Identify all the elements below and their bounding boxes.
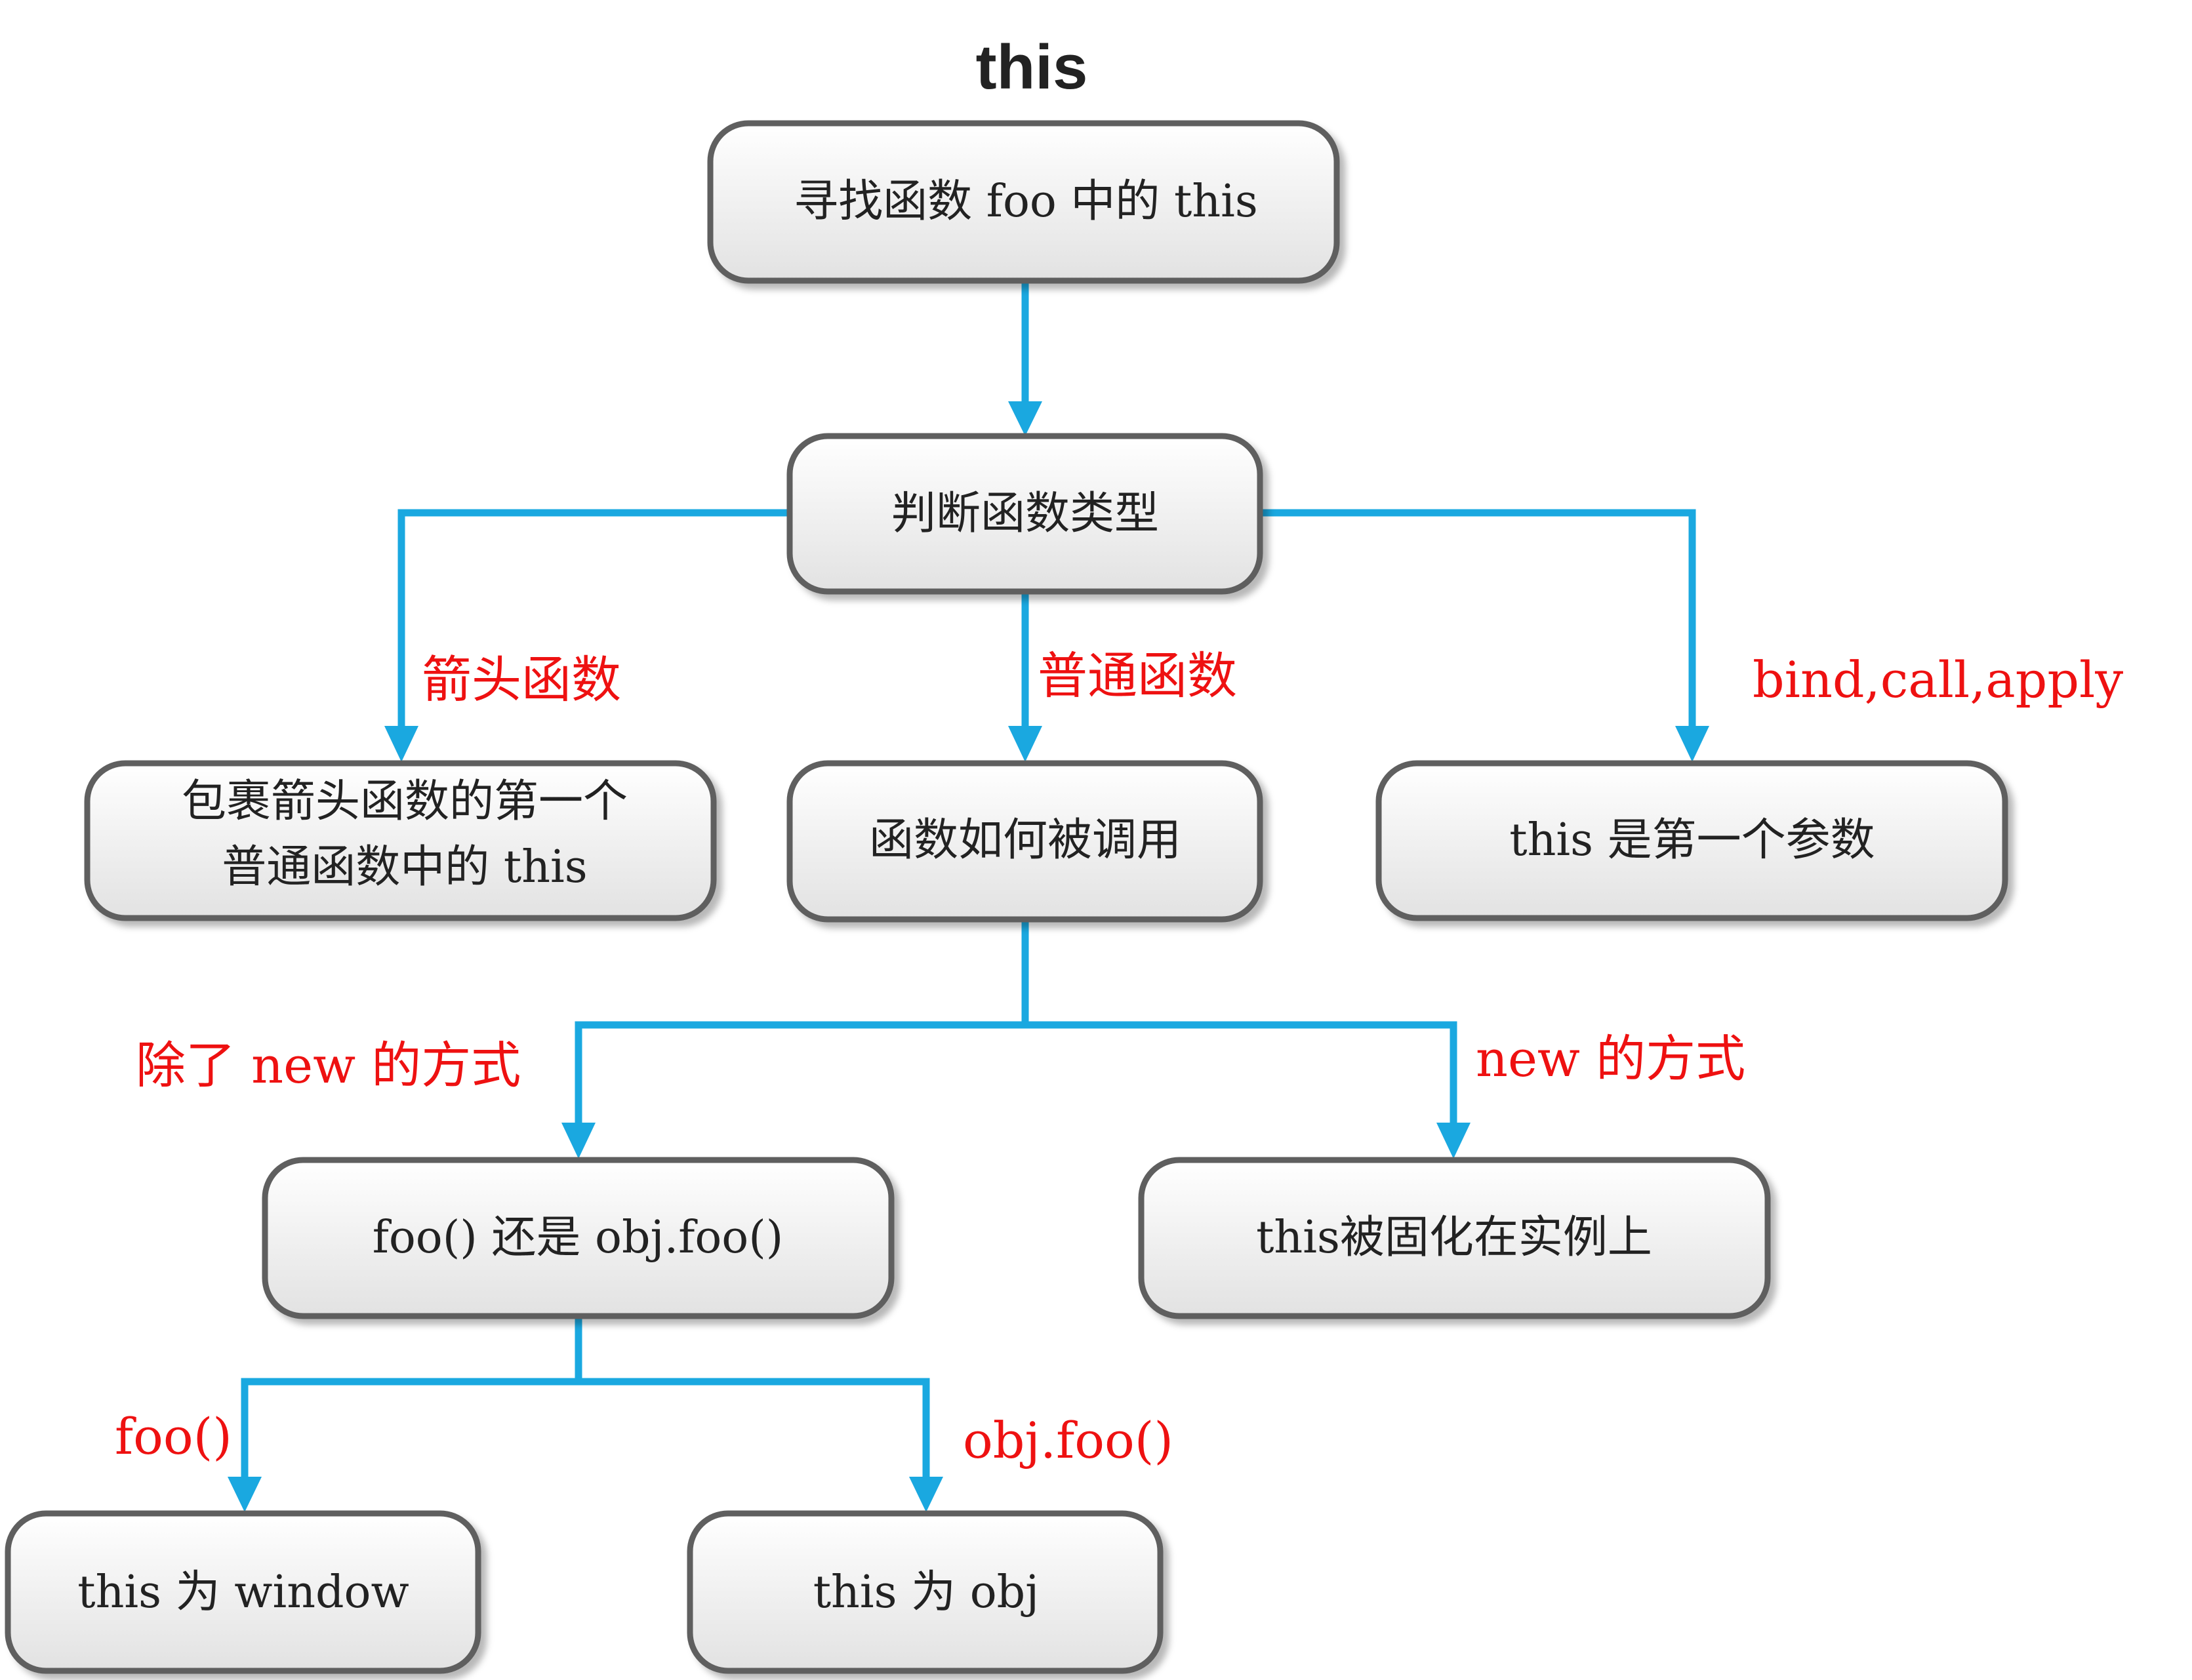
node-call-form: foo() 还是 obj.foo() bbox=[262, 1157, 895, 1319]
arrow-down-icon bbox=[384, 726, 418, 762]
connector-to-window-result bbox=[241, 1378, 578, 1477]
connector-to-obj-result bbox=[578, 1378, 930, 1477]
node-how-called: 函数如何被调用 bbox=[786, 760, 1263, 923]
node-bind-result-label: this 是第一个参数 bbox=[1509, 814, 1875, 866]
node-call-form-label: foo() 还是 obj.foo() bbox=[373, 1212, 784, 1264]
node-arrow-result-line1: 包裹箭头函数的第一个 bbox=[182, 776, 628, 828]
node-judge-type-label: 判断函数类型 bbox=[891, 488, 1159, 540]
node-arrow-result: 包裹箭头函数的第一个 普通函数中的 this bbox=[84, 760, 717, 921]
node-new-result-label: this被固化在实例上 bbox=[1256, 1212, 1652, 1264]
edge-labels: 箭头函数 普通函数 bind,call,apply 除了 new 的方式 new… bbox=[115, 647, 2123, 1470]
edge-label-normal-function: 普通函数 bbox=[1038, 647, 1237, 705]
node-find-this: 寻找函数 foo 中的 this bbox=[707, 120, 1340, 284]
node-new-result: this被固化在实例上 bbox=[1138, 1157, 1771, 1319]
edge-label-plain-call: foo() bbox=[115, 1407, 232, 1466]
connector-judge-to-bind-result bbox=[1260, 509, 1696, 727]
node-how-called-label: 函数如何被调用 bbox=[869, 814, 1181, 866]
node-judge-type: 判断函数类型 bbox=[786, 433, 1263, 595]
node-bind-result: this 是第一个参数 bbox=[1375, 760, 2008, 921]
diagram-title: this bbox=[976, 32, 1088, 102]
connectors bbox=[228, 283, 1709, 1512]
connector-to-new-result bbox=[1025, 1021, 1457, 1123]
node-arrow-result-line2: 普通函数中的 this bbox=[222, 841, 587, 893]
node-obj-result-label: this 为 obj bbox=[813, 1567, 1040, 1618]
arrow-down-icon bbox=[1675, 726, 1709, 762]
edge-label-method-call: obj.foo() bbox=[963, 1411, 1173, 1470]
arrow-down-icon bbox=[228, 1477, 262, 1512]
edge-label-bind-call-apply: bind,call,apply bbox=[1753, 650, 2123, 709]
node-obj-result: this 为 obj bbox=[687, 1510, 1164, 1674]
arrow-down-icon bbox=[909, 1477, 943, 1512]
arrow-down-icon bbox=[1008, 726, 1042, 762]
node-window-result-label: this 为 window bbox=[77, 1567, 409, 1618]
edge-label-arrow-function: 箭头函数 bbox=[422, 650, 621, 709]
edge-label-not-new: 除了 new 的方式 bbox=[136, 1036, 521, 1094]
node-window-result: this 为 window bbox=[5, 1510, 481, 1674]
edge-label-new-way: new 的方式 bbox=[1476, 1030, 1745, 1088]
arrow-down-icon bbox=[1008, 401, 1042, 436]
connector-to-call-form bbox=[575, 1021, 1025, 1123]
arrow-down-icon bbox=[561, 1123, 596, 1159]
connector-judge-to-arrow-result bbox=[397, 509, 790, 727]
node-find-this-label: 寻找函数 foo 中的 this bbox=[794, 176, 1258, 228]
arrow-down-icon bbox=[1436, 1123, 1471, 1159]
